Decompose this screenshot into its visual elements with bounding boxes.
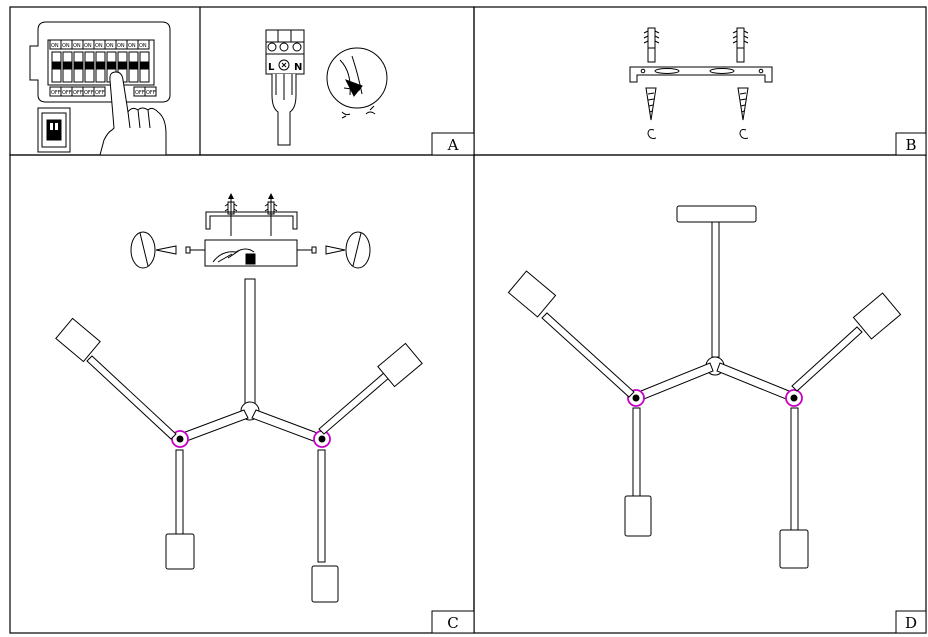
on-label-5: ON — [95, 43, 103, 49]
on-labels — [49, 39, 150, 50]
off-labels — [49, 86, 157, 97]
off-label-1: OFF — [51, 90, 61, 96]
breaker-panel-illustration: ON ON ON ON ON ON ON ON ON — [29, 21, 171, 156]
panel-c-label-box: C — [431, 610, 475, 634]
drop-left-c — [175, 449, 184, 535]
panel-b-label: B — [905, 136, 916, 154]
drop-right-c — [317, 449, 326, 563]
terminal-l-label: L — [268, 62, 275, 73]
off-label-2: OFF — [62, 90, 72, 96]
shade-bottom-left-c — [165, 533, 195, 570]
shade-upper-right-c — [377, 342, 423, 388]
on-label-1: ON — [51, 43, 59, 49]
off-label-3: OFF — [73, 90, 83, 96]
bracket-c — [205, 211, 298, 230]
drop-left-d — [632, 407, 641, 497]
arrow-plug-right — [264, 193, 278, 236]
shade-upper-right-d — [852, 292, 902, 340]
panel-b-frame — [473, 6, 927, 156]
panel-d-label: D — [905, 614, 917, 632]
stem-d — [711, 221, 720, 358]
side-joint-right-d — [785, 389, 803, 407]
on-label-4: ON — [84, 43, 92, 49]
on-label-8: ON — [128, 43, 136, 49]
panel-b-label-box: B — [895, 132, 927, 156]
shade-bottom-left-d — [624, 495, 652, 537]
wall-plug-right — [732, 27, 749, 63]
shade-bottom-right-c — [311, 565, 339, 603]
panel-c-frame — [9, 154, 475, 634]
off-label-6: OFF — [135, 90, 145, 96]
terminal-block-illustration: L N — [265, 29, 388, 146]
arm-left-d — [635, 362, 714, 402]
off-label-5: OFF — [95, 90, 105, 96]
arm-upper-right-c — [318, 371, 391, 435]
arm-upper-left-d — [541, 312, 635, 398]
drop-right-d — [790, 407, 799, 531]
arm-right-d — [716, 362, 795, 402]
on-label-9: ON — [139, 43, 147, 49]
screw-left — [645, 87, 657, 139]
panel-a-label-box: A — [431, 132, 475, 156]
panel-d-fixture — [507, 205, 902, 569]
rotate-left-icon — [130, 231, 177, 269]
panel-frames — [9, 6, 927, 634]
panel-d-frame — [473, 154, 927, 634]
panel-d-label-box: D — [895, 610, 927, 634]
panel-a-label: A — [447, 136, 459, 154]
wire-connector-icon — [326, 47, 388, 109]
arm-upper-right-d — [791, 326, 863, 392]
on-label-6: ON — [106, 43, 114, 49]
arrow-plug-left — [224, 193, 238, 236]
screw-right — [737, 87, 749, 139]
shade-bottom-right-d — [779, 529, 809, 569]
side-joint-left-c — [171, 430, 189, 448]
off-label-4: OFF — [84, 90, 94, 96]
breaker-switches — [51, 51, 150, 83]
panel-c-assembly — [55, 193, 423, 603]
rotate-right-icon — [325, 231, 371, 269]
on-label-7: ON — [117, 43, 125, 49]
side-joint-right-c — [313, 430, 331, 448]
mounting-bracket-illustration — [629, 27, 773, 139]
arm-left-c — [179, 409, 249, 443]
wall-switch-icon — [37, 107, 71, 153]
off-label-7: OFF — [146, 90, 156, 96]
terminal-n-label: N — [294, 62, 302, 73]
shade-upper-left-d — [507, 270, 557, 318]
wall-plug-left — [643, 27, 660, 63]
shade-upper-left-c — [55, 317, 101, 363]
on-label-2: ON — [62, 43, 70, 49]
on-label-3: ON — [73, 43, 81, 49]
canopy-d — [676, 205, 757, 223]
arm-upper-left-c — [86, 355, 177, 440]
panel-c-label: C — [447, 614, 458, 632]
hand-icon — [99, 71, 167, 156]
arm-right-c — [251, 409, 321, 443]
